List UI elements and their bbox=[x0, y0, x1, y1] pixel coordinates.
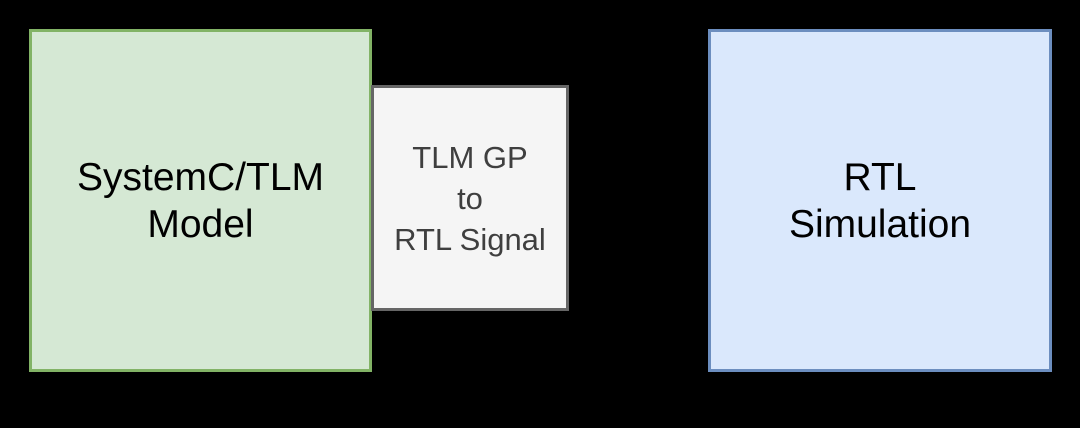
tlm-gp-to-rtl-signal-label-line2: to bbox=[457, 180, 483, 216]
systemc-tlm-model-label-line2: Model bbox=[147, 202, 254, 246]
rtl-simulation-label: RTL Simulation bbox=[789, 154, 971, 248]
tlm-gp-to-rtl-signal-box: TLM GP to RTL Signal bbox=[371, 85, 569, 311]
tlm-gp-to-rtl-signal-label-line3: RTL Signal bbox=[394, 221, 546, 257]
systemc-tlm-model-label: SystemC/TLM Model bbox=[77, 154, 324, 248]
systemc-tlm-model-label-line1: SystemC/TLM bbox=[76, 155, 325, 199]
tlm-gp-to-rtl-signal-label: TLM GP to RTL Signal bbox=[394, 137, 546, 260]
tlm-gp-to-rtl-signal-label-line1: TLM GP bbox=[412, 139, 528, 175]
rtl-simulation-label-line2: Simulation bbox=[788, 202, 972, 246]
rtl-simulation-box: RTL Simulation bbox=[708, 29, 1052, 372]
rtl-simulation-label-line1: RTL bbox=[843, 155, 917, 199]
systemc-tlm-model-box: SystemC/TLM Model bbox=[29, 29, 372, 372]
